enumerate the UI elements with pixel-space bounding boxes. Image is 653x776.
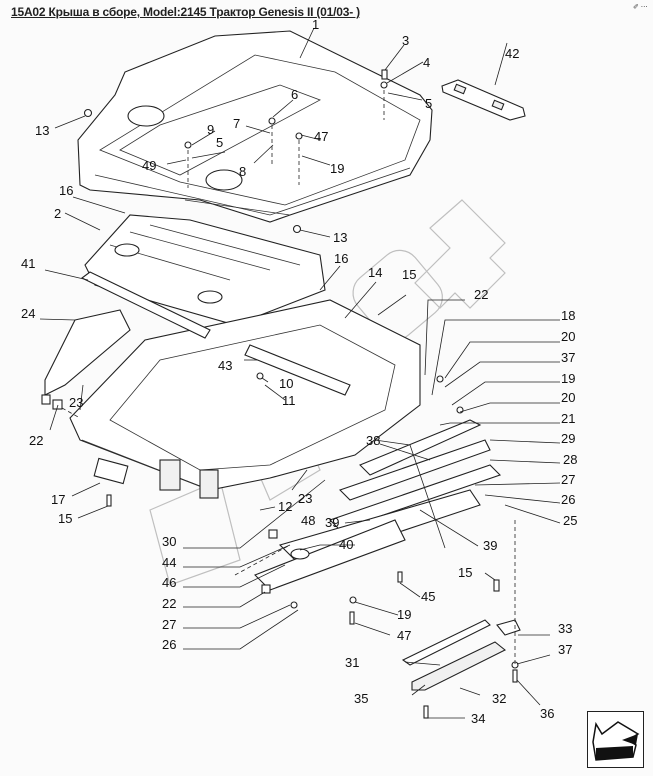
callout-15[interactable]: 15 — [402, 267, 416, 282]
callout-4[interactable]: 4 — [423, 55, 430, 70]
callout-45[interactable]: 45 — [421, 589, 435, 604]
step-assembly[interactable] — [401, 619, 521, 691]
callout-47[interactable]: 47 — [397, 628, 411, 643]
callout-48[interactable]: 48 — [301, 513, 315, 528]
callout-49[interactable]: 49 — [142, 158, 156, 173]
callout-30[interactable]: 30 — [162, 534, 176, 549]
callout-29[interactable]: 29 — [561, 431, 575, 446]
callout-40[interactable]: 40 — [339, 537, 353, 552]
callout-13[interactable]: 13 — [333, 230, 347, 245]
callout-10[interactable]: 10 — [279, 376, 293, 391]
callout-1[interactable]: 1 — [312, 17, 319, 32]
back-navigation-button[interactable] — [587, 711, 644, 768]
callout-11[interactable]: 11 — [282, 393, 296, 408]
callout-26[interactable]: 26 — [162, 637, 176, 652]
callout-39[interactable]: 39 — [483, 538, 497, 553]
callout-37[interactable]: 37 — [561, 350, 575, 365]
callout-3[interactable]: 3 — [402, 33, 409, 48]
front-strip[interactable] — [44, 271, 351, 396]
callout-22[interactable]: 22 — [29, 433, 43, 448]
page-title: 15A02 Крыша в сборе, Model:2145 Трактор … — [11, 5, 360, 19]
callout-36[interactable]: 36 — [540, 706, 554, 721]
assembly-lines — [61, 90, 516, 665]
edit-icon[interactable]: ✐ ⋯ — [633, 4, 648, 11]
callout-14[interactable]: 14 — [368, 265, 382, 280]
callout-12[interactable]: 12 — [278, 499, 292, 514]
callout-39[interactable]: 39 — [325, 515, 339, 530]
callout-5[interactable]: 5 — [425, 96, 432, 111]
callout-5[interactable]: 5 — [216, 135, 223, 150]
callout-20[interactable]: 20 — [561, 390, 575, 405]
callout-22[interactable]: 22 — [474, 287, 488, 302]
callout-labels: 1 2 3 4 5 5 6 7 8 9 10 11 12 13 13 14 15… — [21, 17, 577, 726]
callout-27[interactable]: 27 — [162, 617, 176, 632]
callout-20[interactable]: 20 — [561, 329, 575, 344]
callout-6[interactable]: 6 — [291, 87, 298, 102]
roof-shell[interactable] — [77, 30, 433, 223]
callout-25[interactable]: 25 — [563, 513, 577, 528]
callout-24[interactable]: 24 — [21, 306, 35, 321]
callout-15[interactable]: 15 — [58, 511, 72, 526]
callout-16[interactable]: 16 — [334, 251, 348, 266]
callout-18[interactable]: 18 — [561, 308, 575, 323]
callout-16[interactable]: 16 — [59, 183, 73, 198]
callout-7[interactable]: 7 — [233, 116, 240, 131]
callout-46[interactable]: 46 — [162, 575, 176, 590]
callout-9[interactable]: 9 — [207, 122, 214, 137]
callout-19[interactable]: 19 — [330, 161, 344, 176]
callout-27[interactable]: 27 — [561, 472, 575, 487]
callout-37[interactable]: 37 — [558, 642, 572, 657]
callout-31[interactable]: 31 — [345, 655, 359, 670]
callout-21[interactable]: 21 — [561, 411, 575, 426]
callout-44[interactable]: 44 — [162, 555, 176, 570]
callout-32[interactable]: 32 — [492, 691, 506, 706]
callout-15[interactable]: 15 — [458, 565, 472, 580]
callout-28[interactable]: 28 — [563, 452, 577, 467]
callout-42[interactable]: 42 — [505, 46, 519, 61]
callout-38[interactable]: 38 — [366, 433, 380, 448]
callout-43[interactable]: 43 — [218, 358, 232, 373]
callout-26[interactable]: 26 — [561, 492, 575, 507]
callout-47[interactable]: 47 — [314, 129, 328, 144]
callout-19[interactable]: 19 — [561, 371, 575, 386]
callout-35[interactable]: 35 — [354, 691, 368, 706]
callout-33[interactable]: 33 — [558, 621, 572, 636]
callout-34[interactable]: 34 — [471, 711, 485, 726]
callout-23[interactable]: 23 — [298, 491, 312, 506]
part-42-bracket[interactable] — [441, 79, 526, 121]
callout-13[interactable]: 13 — [35, 123, 49, 138]
cab-frame[interactable] — [69, 299, 421, 499]
callout-23[interactable]: 23 — [69, 395, 83, 410]
callout-41[interactable]: 41 — [21, 256, 35, 271]
callout-17[interactable]: 17 — [51, 492, 65, 507]
side-rails[interactable] — [254, 419, 502, 591]
leader-lines — [39, 27, 561, 719]
callout-22[interactable]: 22 — [162, 596, 176, 611]
callout-8[interactable]: 8 — [239, 164, 246, 179]
fasteners — [41, 69, 519, 719]
arrow-back-icon — [592, 721, 640, 761]
callout-2[interactable]: 2 — [54, 206, 61, 221]
callout-19[interactable]: 19 — [397, 607, 411, 622]
